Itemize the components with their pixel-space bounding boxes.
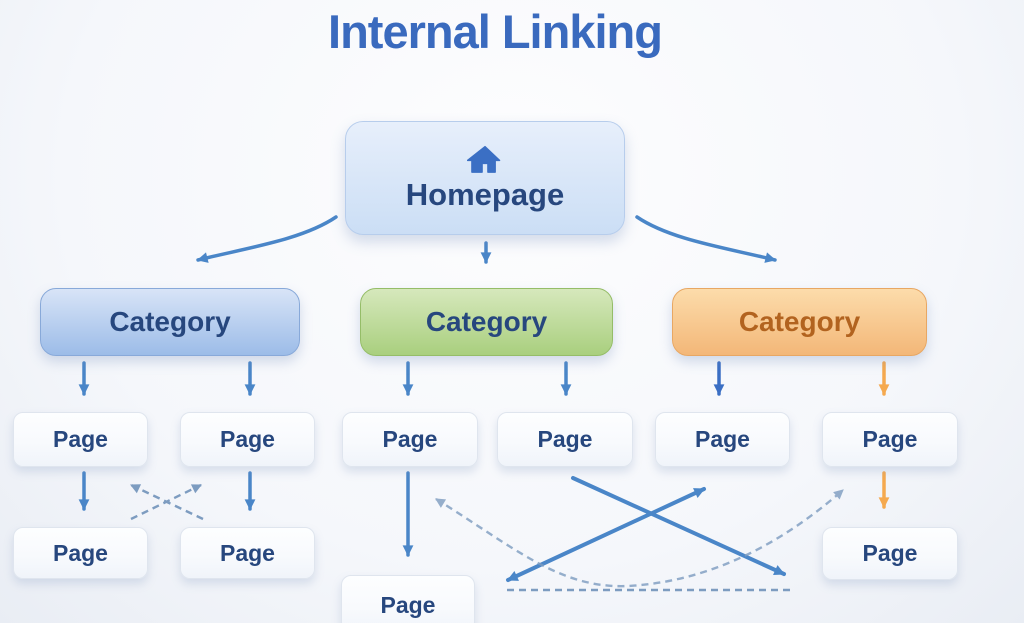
page-node-5: Page [655, 412, 790, 467]
page-label: Page [695, 426, 750, 452]
page-node-1: Page [13, 412, 148, 467]
homepage-label: Homepage [405, 177, 565, 212]
page-label: Page [380, 591, 436, 618]
cross-link-page-10-to-page-5 [506, 487, 706, 582]
home-icon [467, 145, 501, 173]
dashed-cross-link-page-3-to-page-6 [435, 489, 844, 588]
page-label: Page [220, 426, 275, 452]
page-label: Page [862, 426, 918, 452]
category-label: Category [425, 306, 548, 337]
page-label: Page [862, 540, 918, 566]
page-label: Page [382, 426, 438, 452]
page-node-9: Page [822, 527, 958, 580]
cross-link-page-4-to-page-9 [571, 476, 786, 576]
page-node-8: Page [180, 527, 315, 579]
category-label: Category [738, 306, 861, 337]
page-node-7: Page [13, 527, 148, 579]
arrow-homepage-to-category-orange [635, 215, 777, 263]
page-label: Page [53, 539, 108, 566]
homepage-node: Homepage [345, 121, 625, 235]
page-node-4: Page [497, 412, 633, 467]
page-title: Internal Linking [328, 5, 663, 58]
page-node-10: Page [341, 575, 475, 623]
page-label: Page [537, 426, 593, 452]
dashed-arrow-page-7-to-page-2 [130, 483, 202, 521]
category-node-green: Category [360, 288, 613, 356]
category-node-blue: Category [40, 288, 300, 356]
page-label: Page [53, 426, 108, 452]
arrow-homepage-to-category-blue [196, 215, 338, 263]
page-node-3: Page [342, 412, 478, 467]
page-node-2: Page [180, 412, 315, 467]
category-node-orange: Category [672, 288, 927, 356]
page-node-6: Page [822, 412, 958, 467]
page-label: Page [220, 539, 275, 566]
category-label: Category [109, 306, 231, 337]
